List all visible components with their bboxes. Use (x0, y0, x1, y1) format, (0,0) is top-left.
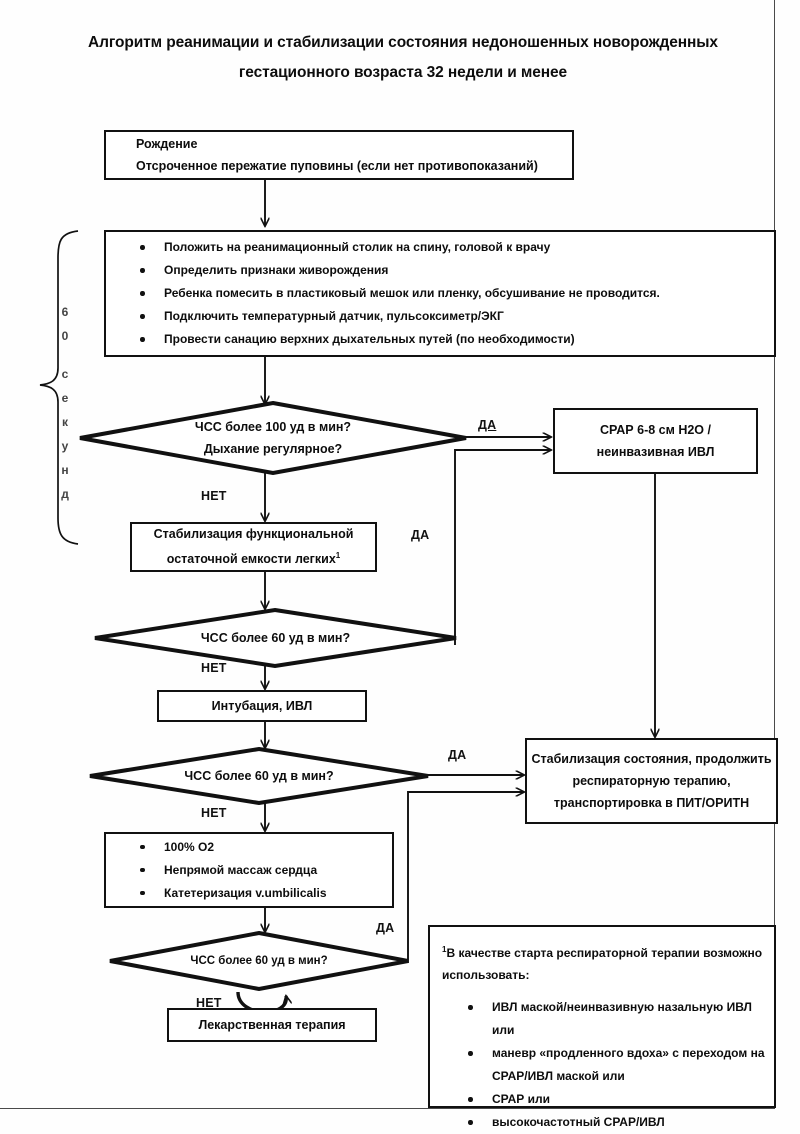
list-item: Подключить температурный датчик, пульсок… (140, 305, 774, 328)
footnote-head-text: В качестве старта респираторной терапии … (442, 946, 763, 982)
sixty-seconds-label: 6 0 с е к у н д (52, 300, 78, 506)
list-item: маневр «продленного вдоха» с переходом н… (468, 1042, 774, 1088)
footnote-head: 1В качестве старта респираторной терапии… (430, 939, 774, 986)
edge-label-yes-3: ДА (448, 748, 467, 762)
node-frc-line-2-text: остаточной емкости легких (166, 552, 336, 567)
node-stabilize-line-2: респираторную терапию, (572, 774, 731, 788)
node-frc-line-1: Стабилизация функциональной (153, 527, 354, 542)
node-cpap-line-1: СРАР 6-8 см Н2О / (600, 423, 711, 437)
edge-label-no-3: НЕТ (201, 806, 227, 820)
decision-hr100-line-2: Дыхание регулярное? (203, 442, 343, 456)
list-item: 100% О2 (140, 836, 392, 859)
edge-label-no-2: НЕТ (201, 661, 227, 675)
node-intubation[interactable]: Интубация, ИВЛ (157, 690, 367, 722)
sixty-seconds-char-1: 0 (61, 329, 69, 343)
sixty-seconds-char-4: е (61, 391, 69, 405)
list-item: СРАР или (468, 1088, 774, 1111)
node-stabilize-transport[interactable]: Стабилизация состояния, продолжить респи… (525, 738, 778, 824)
node-drug-therapy-line-1: Лекарственная терапия (198, 1018, 346, 1032)
list-item: Непрямой массаж сердца (140, 859, 392, 882)
list-item: ИВЛ маской/неинвазивную назальную ИВЛ ил… (468, 996, 774, 1042)
sixty-seconds-char-7: н (61, 463, 69, 477)
edge-label-no-1: НЕТ (201, 489, 227, 503)
decision-hr-above-60-c[interactable]: ЧСС более 60 уд в мин? (108, 931, 410, 991)
edge-label-yes-4: ДА (376, 921, 395, 935)
node-stabilize-line-3: транспортировка в ПИТ/ОРИТН (553, 796, 750, 810)
node-drug-therapy[interactable]: Лекарственная терапия (167, 1008, 377, 1042)
footnote-box[interactable]: 1В качестве старта респираторной терапии… (428, 925, 776, 1129)
edge-label-yes-2: ДА (411, 528, 430, 542)
list-item: Положить на реанимационный столик на спи… (140, 236, 774, 259)
list-item: Катетеризация v.umbilicalis (140, 882, 392, 905)
footnote-list: ИВЛ маской/неинвазивную назальную ИВЛ ил… (430, 996, 774, 1134)
title-line-1: Алгоритм реанимации и стабилизации состо… (88, 34, 718, 51)
sixty-seconds-char-3: с (61, 367, 69, 381)
node-birth[interactable]: Рождение Отсроченное пережатие пуповины … (104, 130, 574, 180)
sixty-seconds-char-0: 6 (61, 305, 69, 319)
decision-hr60b-line-1: ЧСС более 60 уд в мин? (184, 769, 334, 783)
list-item: Определить признаки живорождения (140, 259, 774, 282)
node-cpap-line-2: неинвазивная ИВЛ (596, 445, 715, 459)
sixty-seconds-char-6: у (61, 439, 69, 453)
node-intubation-line-1: Интубация, ИВЛ (211, 699, 313, 713)
cpr-list: 100% О2 Непрямой массаж сердца Катетериз… (106, 836, 392, 905)
node-birth-line-1: Рождение (136, 137, 198, 151)
page-title: Алгоритм реанимации и стабилизации состо… (40, 28, 766, 88)
decision-hr-above-60-b[interactable]: ЧСС более 60 уд в мин? (88, 747, 430, 805)
sixty-seconds-bracket (39, 230, 79, 545)
decision-hr-above-60-a[interactable]: ЧСС более 60 уд в мин? (93, 608, 458, 668)
decision-hr60c-line-1: ЧСС более 60 уд в мин? (190, 955, 328, 967)
decision-hr-above-100[interactable]: ЧСС более 100 уд в мин? Дыхание регулярн… (78, 401, 468, 475)
edge-label-yes-1: ДА (478, 418, 497, 432)
node-frc-stabilization[interactable]: Стабилизация функциональной остаточной е… (130, 522, 377, 572)
node-frc-line-2: остаточной емкости легких1 (132, 545, 375, 570)
decision-hr60a-line-1: ЧСС более 60 уд в мин? (200, 631, 351, 645)
list-item: высокочастотный СРАР/ИВЛ (468, 1111, 774, 1134)
node-cpap[interactable]: СРАР 6-8 см Н2О / неинвазивная ИВЛ (553, 408, 758, 474)
initial-steps-list: Положить на реанимационный столик на спи… (106, 236, 774, 351)
list-item: Провести санацию верхних дыхательных пут… (140, 328, 774, 351)
footnote-box-marker: 1 (442, 945, 447, 954)
node-birth-line-2: Отсроченное пережатие пуповины (если нет… (136, 159, 538, 173)
sixty-seconds-char-5: к (61, 415, 68, 429)
node-cpr-block[interactable]: 100% О2 Непрямой массаж сердца Катетериз… (104, 832, 394, 908)
node-initial-steps[interactable]: Положить на реанимационный столик на спи… (104, 230, 776, 357)
edge-label-no-4: НЕТ (196, 996, 222, 1010)
title-line-2: гестационного возраста 32 недели и менее (238, 64, 568, 81)
node-stabilize-line-1: Стабилизация состояния, продолжить (531, 752, 772, 766)
decision-hr100-line-1: ЧСС более 100 уд в мин? (194, 420, 352, 434)
sixty-seconds-char-8: д (61, 487, 69, 501)
list-item: Ребенка помесить в пластиковый мешок или… (140, 282, 774, 305)
footnote-marker: 1 (335, 551, 341, 561)
